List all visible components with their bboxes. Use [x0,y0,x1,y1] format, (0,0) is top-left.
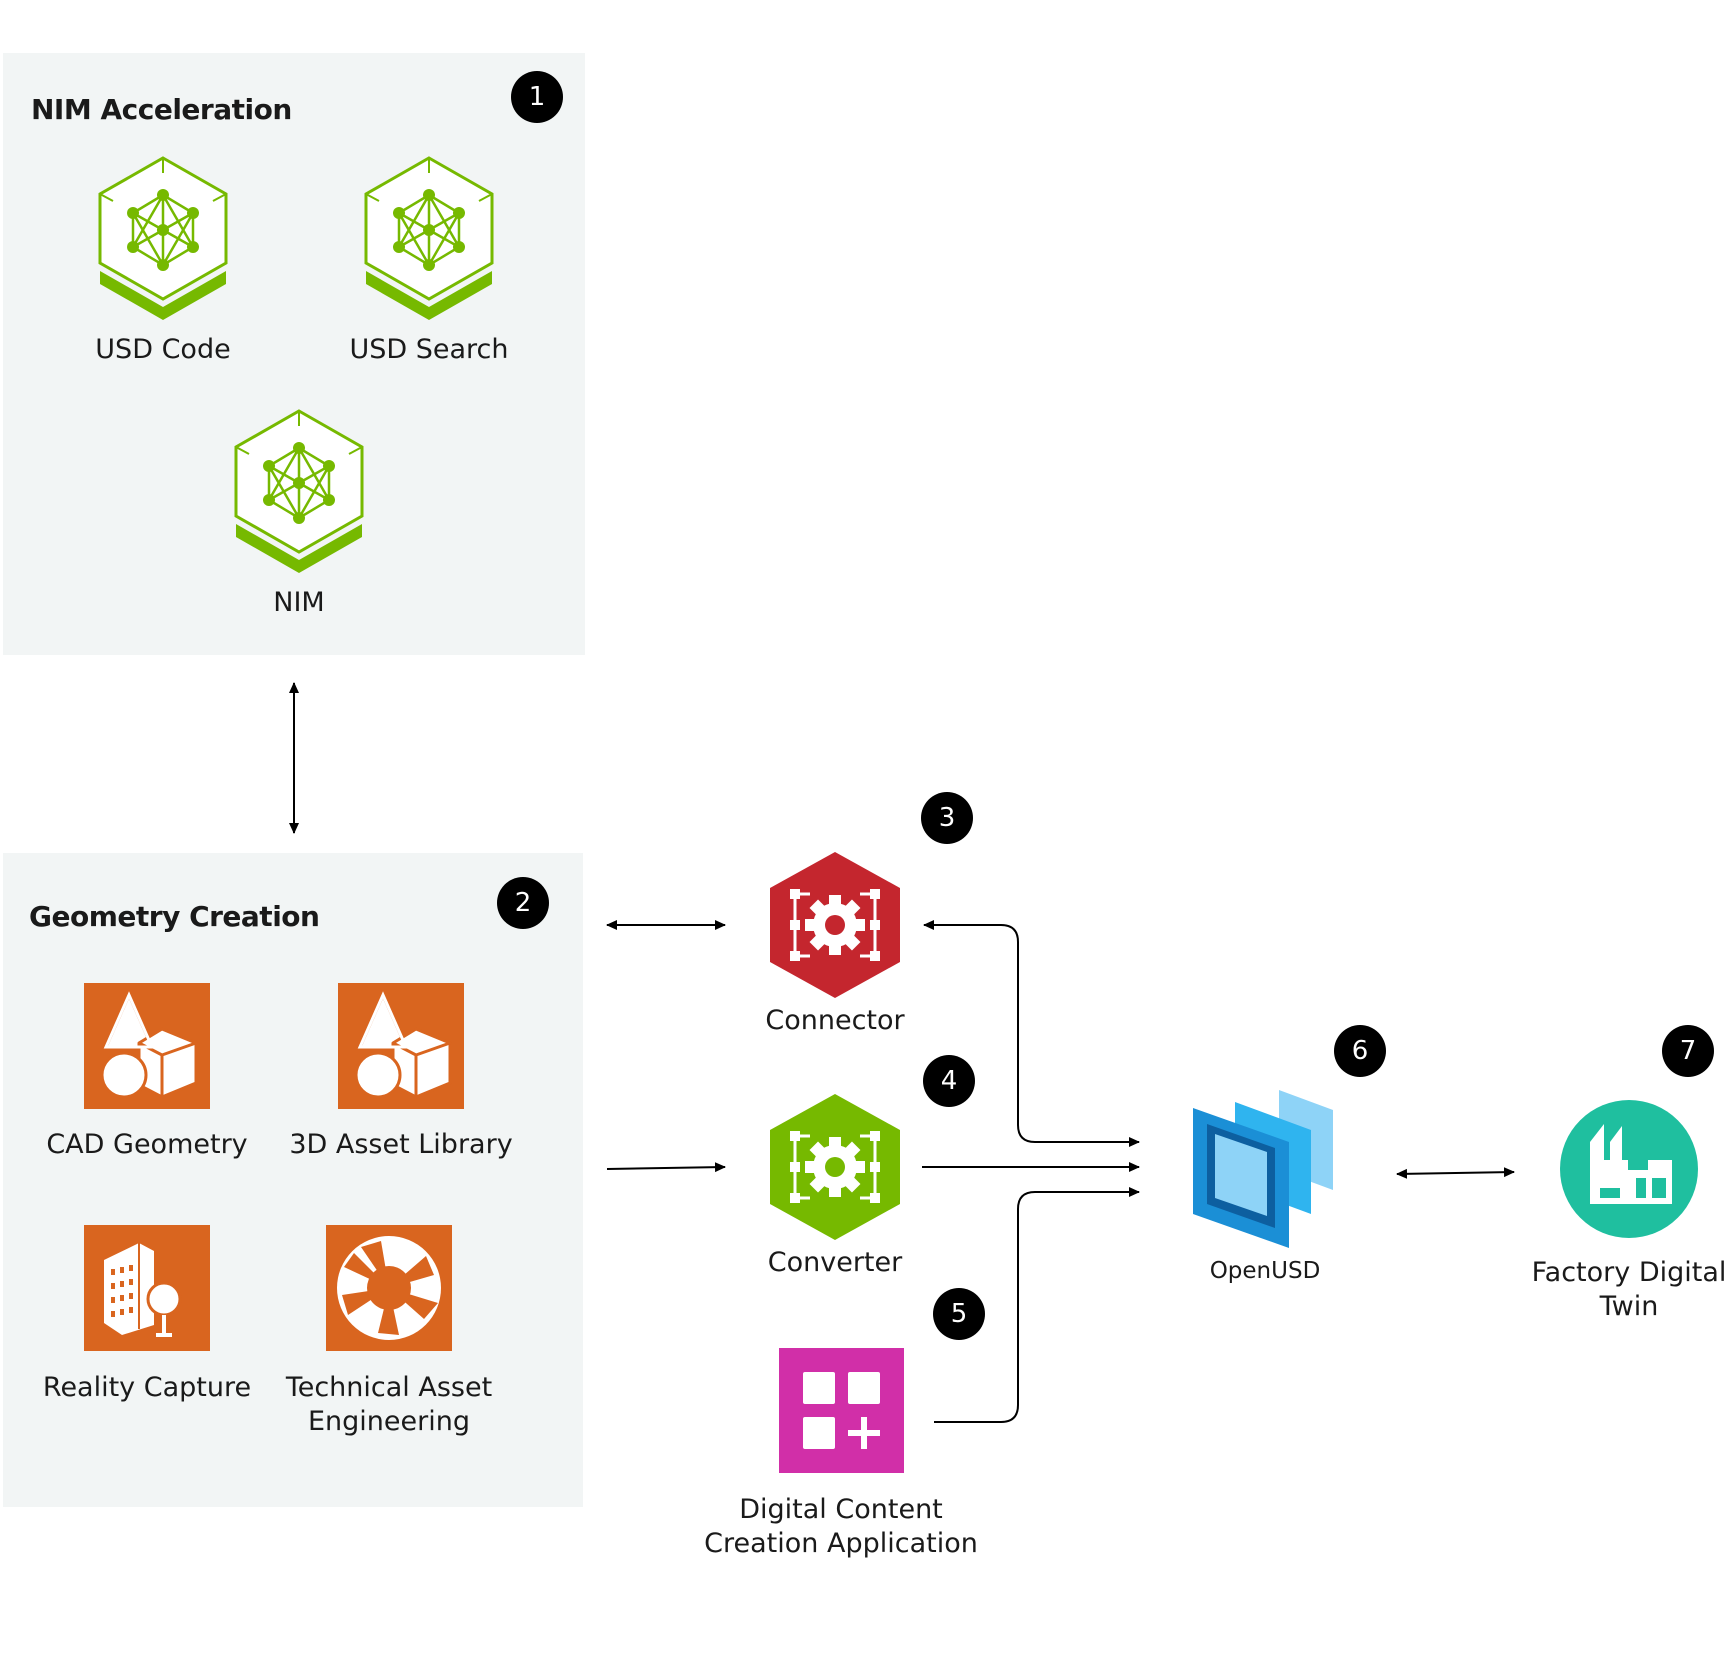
label-line: Engineering [308,1406,470,1437]
step-badge: 4 [923,1055,975,1107]
nim-cube-icon [364,156,494,320]
usd-search-label: USD Search [349,334,509,365]
nim-cube-icon [98,156,228,320]
connector-openusd-arrow [923,920,1140,1147]
dcc-openusd-arrow [934,1187,1140,1423]
openusd-factory-arrow [1396,1167,1515,1179]
nim-label: NIM [273,587,325,618]
factory-icon [1560,1100,1698,1238]
3d-asset-library-label: 3D Asset Library [289,1129,513,1160]
label-line: Technical Asset [285,1372,493,1403]
apps-grid-icon [779,1348,904,1473]
gear-hexagon-icon [770,852,900,998]
gear-hexagon-icon [770,1094,900,1240]
shapes-icon [338,983,464,1109]
step-badge: 1 [511,71,563,123]
converter-label: Converter [767,1247,903,1278]
usd-code-label: USD Code [95,334,231,365]
connector-label: Connector [765,1005,905,1036]
shapes-icon [84,983,210,1109]
panel-title: NIM Acceleration [31,93,292,126]
step-badge: 6 [1334,1025,1386,1077]
step-badge: 3 [921,792,973,844]
geometry-converter-arrow [606,1162,726,1173]
panel-title: Geometry Creation [29,900,320,933]
label-line: Creation Application [704,1528,978,1559]
label-line: Twin [1599,1291,1659,1322]
step-badge: 7 [1662,1025,1714,1077]
label-line: Digital Content [739,1494,943,1525]
factory-digital-twin-label: Factory Digital Twin [1519,1256,1726,1324]
step-badge: 5 [933,1288,985,1340]
aperture-icon [326,1225,452,1351]
geometry-creation-panel: Geometry Creation 2 [3,853,583,1507]
cad-geometry-label: CAD Geometry [46,1129,248,1160]
dcc-label: Digital Content Creation Application [691,1493,991,1561]
technical-asset-engineering-label: Technical Asset Engineering [264,1371,514,1439]
reality-capture-label: Reality Capture [42,1372,252,1403]
label-line: Factory Digital [1531,1257,1726,1288]
building-tree-icon [84,1225,210,1351]
nim-acceleration-panel: NIM Acceleration 1 [3,53,585,655]
nim-cube-icon [234,409,364,573]
openusd-label: OpenUSD [1209,1258,1321,1284]
step-badge: 2 [497,877,549,929]
openusd-layers-icon [1193,1090,1333,1248]
